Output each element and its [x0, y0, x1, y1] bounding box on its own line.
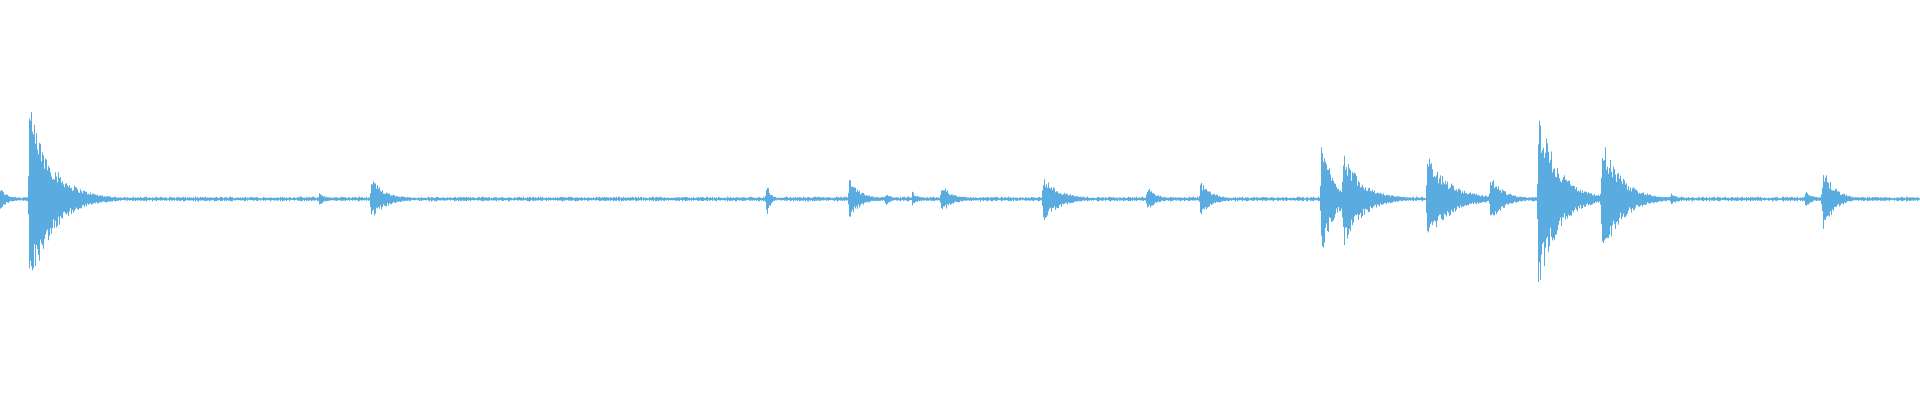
- waveform-trace: [0, 111, 1920, 282]
